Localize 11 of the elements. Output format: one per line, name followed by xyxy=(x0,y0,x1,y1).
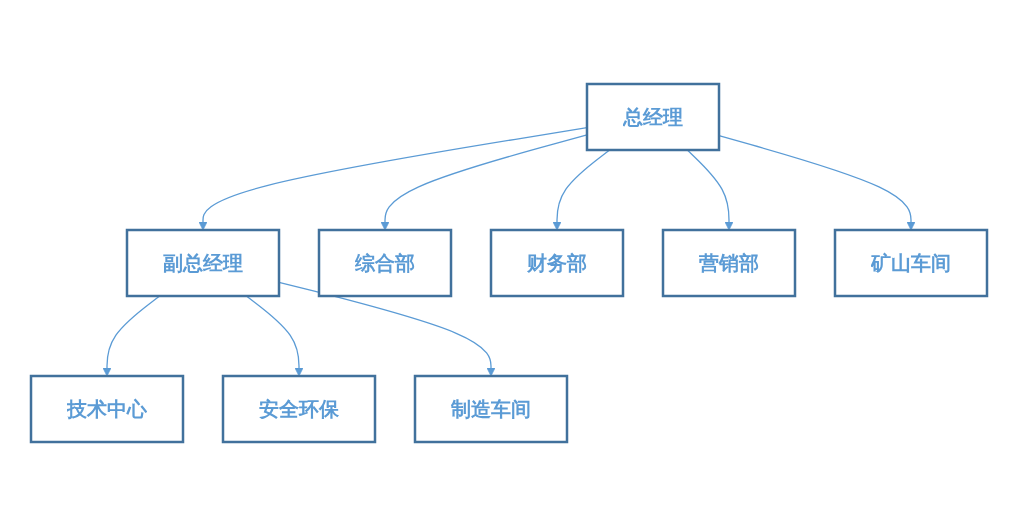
node-box: 安全环保 xyxy=(221,374,377,444)
arrow xyxy=(198,127,588,231)
arrow xyxy=(380,134,588,231)
node-box: 副总经理 xyxy=(125,228,281,298)
node-box: 综合部 xyxy=(317,228,453,298)
node-box: 营销部 xyxy=(661,228,797,298)
node-box: 总经理 xyxy=(585,82,721,152)
node-box: 矿山车间 xyxy=(833,228,989,298)
node-box: 技术中心 xyxy=(29,374,185,444)
node-box: 制造车间 xyxy=(413,374,569,444)
node-box: 财务部 xyxy=(489,228,625,298)
